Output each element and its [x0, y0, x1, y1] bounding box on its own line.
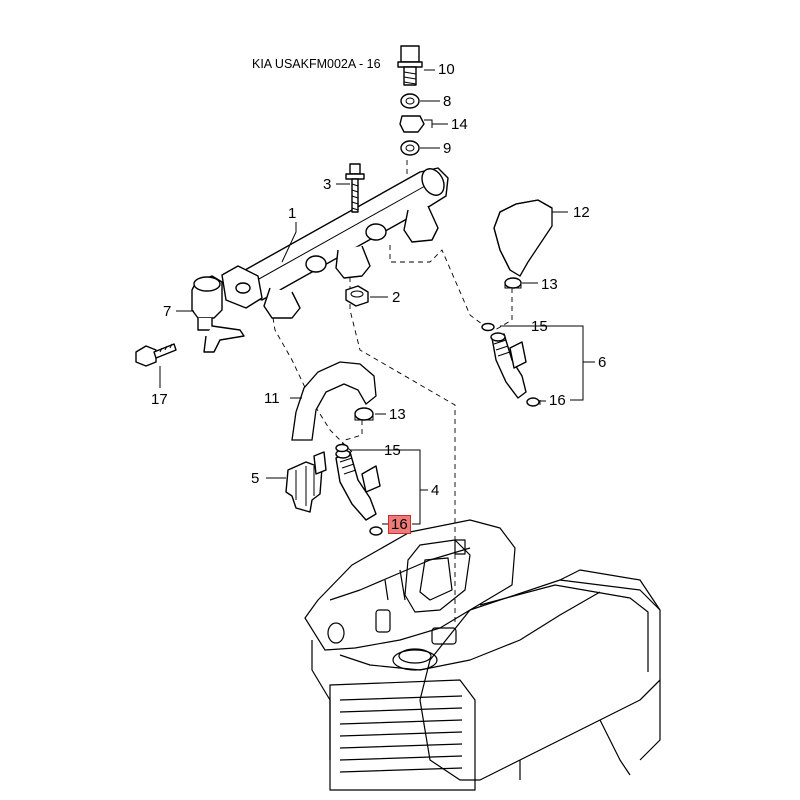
callout-3[interactable]: 3 — [323, 176, 332, 193]
washer-part-8 — [400, 93, 420, 109]
o-ring-part-15-upper — [481, 322, 495, 332]
leader-lines — [159, 69, 595, 525]
callout-15-lower[interactable]: 15 — [384, 442, 401, 459]
callout-5[interactable]: 5 — [251, 470, 260, 487]
callout-16-upper[interactable]: 16 — [549, 392, 566, 409]
callout-10[interactable]: 10 — [438, 61, 455, 78]
hose-part-12 — [493, 199, 553, 277]
callout-13-upper[interactable]: 13 — [541, 276, 558, 293]
hose-part-11 — [291, 361, 377, 441]
callout-2[interactable]: 2 — [392, 289, 401, 306]
callout-12[interactable]: 12 — [573, 204, 590, 221]
callout-16-highlighted[interactable]: 16 — [388, 515, 411, 534]
callout-1[interactable]: 1 — [288, 205, 297, 222]
bracket-part-5 — [285, 451, 327, 513]
diagram-title: KIA USAKFM002A - 16 — [252, 57, 381, 71]
callout-8[interactable]: 8 — [443, 93, 452, 110]
fuel-rail — [221, 167, 449, 319]
o-ring-part-16-lower — [369, 526, 383, 536]
injector-part-4 — [335, 449, 381, 521]
engine-block — [304, 519, 661, 791]
callout-4[interactable]: 4 — [431, 482, 440, 499]
clamp-part-13-upper — [504, 277, 522, 289]
callout-7[interactable]: 7 — [163, 303, 172, 320]
callout-6[interactable]: 6 — [598, 354, 607, 371]
o-ring-part-15-lower — [335, 443, 349, 453]
bolt-part-3 — [345, 163, 365, 213]
pressure-regulator-part-7 — [191, 275, 245, 353]
bolt-part-10 — [397, 45, 423, 86]
callout-9[interactable]: 9 — [443, 140, 452, 157]
bolt-part-17 — [135, 343, 177, 367]
injector-part-6 — [490, 332, 527, 399]
clamp-part-13-lower — [354, 407, 374, 421]
washer-part-9 — [400, 140, 420, 156]
callout-11[interactable]: 11 — [264, 390, 280, 407]
nut-part-2 — [345, 285, 369, 307]
o-ring-part-16-upper — [526, 397, 540, 407]
callout-17[interactable]: 17 — [151, 391, 168, 408]
callout-15-upper[interactable]: 15 — [531, 318, 548, 335]
callout-13-lower[interactable]: 13 — [389, 406, 406, 423]
clip-part-14 — [399, 115, 433, 133]
callout-14[interactable]: 14 — [451, 116, 468, 133]
